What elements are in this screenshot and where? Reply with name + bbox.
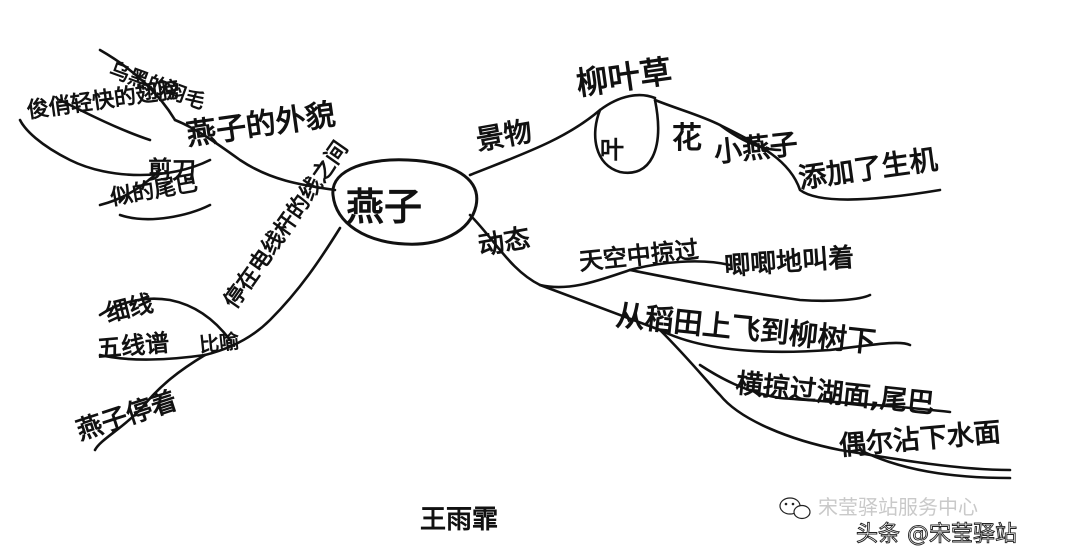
branch-dynamics-line-water	[858, 448, 1012, 480]
scenery-leaf: 叶	[600, 136, 624, 164]
branch-dynamics-line-main	[468, 213, 732, 289]
branch-appearance-line-tail	[98, 168, 162, 207]
dynamics-sky: 天空中掠过	[578, 236, 700, 276]
branch-dynamics-line-lake	[658, 328, 1012, 472]
dynamics-label: 动态	[476, 222, 533, 262]
branch-resting: 停在电线杆的线之间 细线 五线谱 比喻 燕子停着	[73, 136, 354, 452]
scenery-vitality: 添加了生机	[796, 143, 939, 195]
wechat-icon	[779, 497, 811, 520]
branch-appearance-line-wings-under	[58, 98, 152, 142]
dynamics-chirp: 唧唧地叫着	[723, 242, 855, 282]
branch-scenery-line-swallow	[718, 123, 782, 152]
resting-label: 停在电线杆的线之间	[219, 136, 354, 313]
resting-wire: 细线	[103, 289, 156, 328]
center-node-label: 燕子	[346, 185, 422, 229]
appearance-label: 燕子的外貌	[184, 97, 337, 153]
appearance-wings: 俊俏轻快的翅膀	[25, 77, 181, 124]
scenery-swallow: 小燕子	[712, 127, 799, 169]
branch-dynamics: 动态 天空中掠过 唧唧地叫着 从稻田上飞到柳树下 横掠过湖面,尾巴 偶尔沾下水面	[468, 213, 1012, 480]
branch-appearance-line-wings	[18, 118, 212, 177]
branch-resting-line-poles	[98, 353, 207, 361]
watermark: 宋莹驿站服务中心 头条 @宋莹驿站	[779, 495, 1017, 547]
scenery-label: 景物	[473, 115, 534, 157]
branch-resting-line-notes	[93, 353, 207, 452]
center-node-outline	[331, 158, 479, 246]
resting-notes: 燕子停着	[73, 385, 182, 447]
branch-scenery-line-main	[468, 93, 657, 177]
branch-scenery: 景物 柳叶草 叶 花 小燕子 添加了生机	[468, 52, 942, 201]
branch-appearance-line-main	[173, 118, 337, 192]
watermark-line2: 头条 @宋莹驿站	[856, 522, 1017, 547]
dynamics-lake: 横掠过湖面,尾巴	[734, 368, 935, 420]
watermark-line1: 宋莹驿站服务中心	[818, 495, 978, 519]
branch-scenery-line-leaf	[593, 98, 660, 175]
center-node: 燕子	[331, 158, 479, 246]
branch-appearance-line-upper	[98, 48, 177, 122]
author-signature: 王雨霏	[420, 505, 498, 535]
branch-dynamics-line-lake-under	[698, 363, 952, 414]
resting-poles: 五线谱	[96, 329, 170, 363]
scenery-flower: 花	[672, 121, 702, 156]
branch-scenery-line-flower	[653, 98, 942, 201]
scenery-items: 柳叶草	[574, 52, 674, 103]
branch-dynamics-line-chirp	[628, 268, 872, 303]
appearance-scissors: 剪刀	[148, 156, 196, 184]
branch-appearance-line-tail-under	[118, 203, 212, 221]
branch-appearance: 燕子的外貌 乌黑的羽毛 俊俏轻快的翅膀 剪刀 似的尾巴	[18, 48, 338, 221]
branch-resting-line-main	[203, 226, 342, 357]
branch-dynamics-line-field	[538, 283, 912, 354]
dynamics-water: 偶尔沾下水面	[838, 417, 1002, 462]
resting-compare: 比喻	[198, 329, 241, 357]
branch-resting-line-wire	[98, 297, 232, 342]
